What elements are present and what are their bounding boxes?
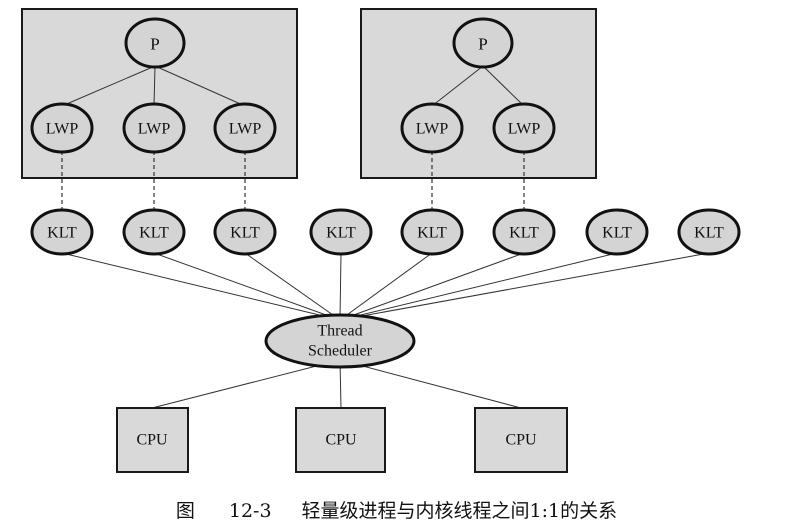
klt-scheduler-link [339,252,710,321]
klt-node: KLT [122,208,186,256]
p-lwp-link [154,65,246,107]
svg-text:Scheduler: Scheduler [308,343,373,360]
scheduler-cpu-link [151,359,341,409]
klt-scheduler-link [339,252,525,321]
svg-text:LWP: LWP [138,121,171,138]
thread-model-diagram: P P LWP LWP LWP LWP LWP KLT KLT KLT KLT [21,8,741,473]
svg-text:Thread: Thread [317,323,362,340]
figure-prefix: 图 [175,500,195,522]
svg-text:KLT: KLT [694,225,724,242]
klt-node: KLT [492,208,556,256]
figure-number: 12-3 [228,500,272,522]
svg-text:P: P [150,35,159,54]
svg-text:CPU: CPU [505,432,537,449]
klt-scheduler-link [153,252,341,321]
klt-scheduler-link [339,252,342,321]
process-node: P [124,17,186,69]
cpu-box: CPU [295,407,386,473]
figure-caption: 图 12-3 轻量级进程与内核线程之间1:1的关系 [0,496,793,523]
klt-node: KLT [309,208,373,256]
scheduler-cpu-link [339,359,522,409]
klt-scheduler-link [339,252,618,321]
svg-text:KLT: KLT [326,225,356,242]
klt-node: KLT [585,208,649,256]
klt-node: KLT [400,208,464,256]
p-lwp-link [482,65,525,107]
p-lwp-link [431,65,484,107]
cpu-box: CPU [474,407,568,473]
process-node: P [452,17,514,69]
svg-text:KLT: KLT [417,225,447,242]
lwp-node: LWP [30,102,94,154]
svg-text:LWP: LWP [508,121,541,138]
svg-text:LWP: LWP [416,121,449,138]
klt-scheduler-link [339,252,433,321]
svg-text:KLT: KLT [230,225,260,242]
p-lwp-link [153,65,156,107]
svg-text:KLT: KLT [509,225,539,242]
klt-scheduler-link [244,252,341,321]
svg-text:CPU: CPU [325,432,357,449]
lwp-node: LWP [213,102,277,154]
svg-text:KLT: KLT [602,225,632,242]
klt-node: KLT [30,208,94,256]
thread-scheduler-node: Thread Scheduler [264,313,416,369]
svg-text:CPU: CPU [136,432,168,449]
klt-scheduler-link [61,252,341,321]
lwp-node: LWP [122,102,186,154]
svg-text:KLT: KLT [139,225,169,242]
p-lwp-link [61,65,156,107]
klt-node: KLT [213,208,277,256]
figure-title: 轻量级进程与内核线程之间1:1的关系 [301,500,618,522]
klt-node: KLT [677,208,741,256]
svg-text:LWP: LWP [46,121,79,138]
svg-text:P: P [478,35,487,54]
lwp-node: LWP [492,102,556,154]
cpu-box: CPU [116,407,189,473]
lwp-node: LWP [400,102,464,154]
svg-text:LWP: LWP [229,121,262,138]
svg-text:KLT: KLT [47,225,77,242]
